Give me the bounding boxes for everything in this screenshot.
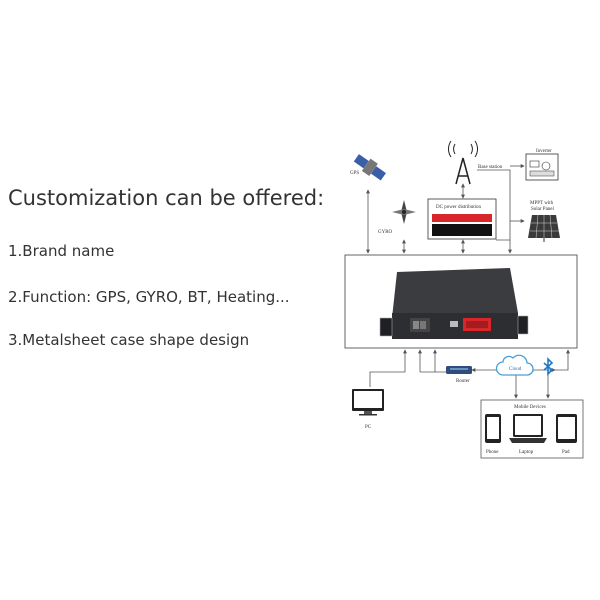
laptop-label: Laptop [519,450,534,455]
heading: Customization can be offered: [8,186,325,210]
feature-brand-name: 1.Brand name [8,242,115,260]
feature-case-shape: 3.Metalsheet case shape design [8,331,250,349]
solar-panel-icon [528,214,560,242]
gyro-compass-icon [392,200,416,224]
inverter-icon [525,153,559,181]
dc-power-distribution-box [427,198,497,240]
laptop-icon [509,414,547,443]
battery-unit [379,268,529,339]
cloud-icon [495,354,534,376]
base-station-icon [447,140,479,185]
mppt-label-line1: MPPT with [530,201,554,206]
gps-label: GPS [350,171,359,176]
pc-label: PC [365,425,372,430]
feature-function: 2.Function: GPS, GYRO, BT, Heating... [8,288,290,306]
router-icon [446,366,472,374]
cloud-label: Cloud [509,367,522,372]
satellite-icon [353,154,386,181]
gyro-label: GYRO [378,230,393,235]
bluetooth-icon [543,357,554,376]
mppt-label-line2: Solar Panel [531,207,555,212]
pad-label: Pad [562,450,570,455]
phone-label: Phone [486,450,499,455]
phone-icon [485,414,501,443]
connection-lines [366,164,570,399]
base-station-label: Base station [478,165,503,170]
pc-monitor-icon [352,389,384,416]
mobile-devices-label: Mobile Devices [514,405,546,410]
pad-icon [556,414,577,443]
router-label: Router [456,379,470,384]
inverter-label: Inverter [536,149,552,154]
dc-power-label: DC power distribution [436,205,481,210]
